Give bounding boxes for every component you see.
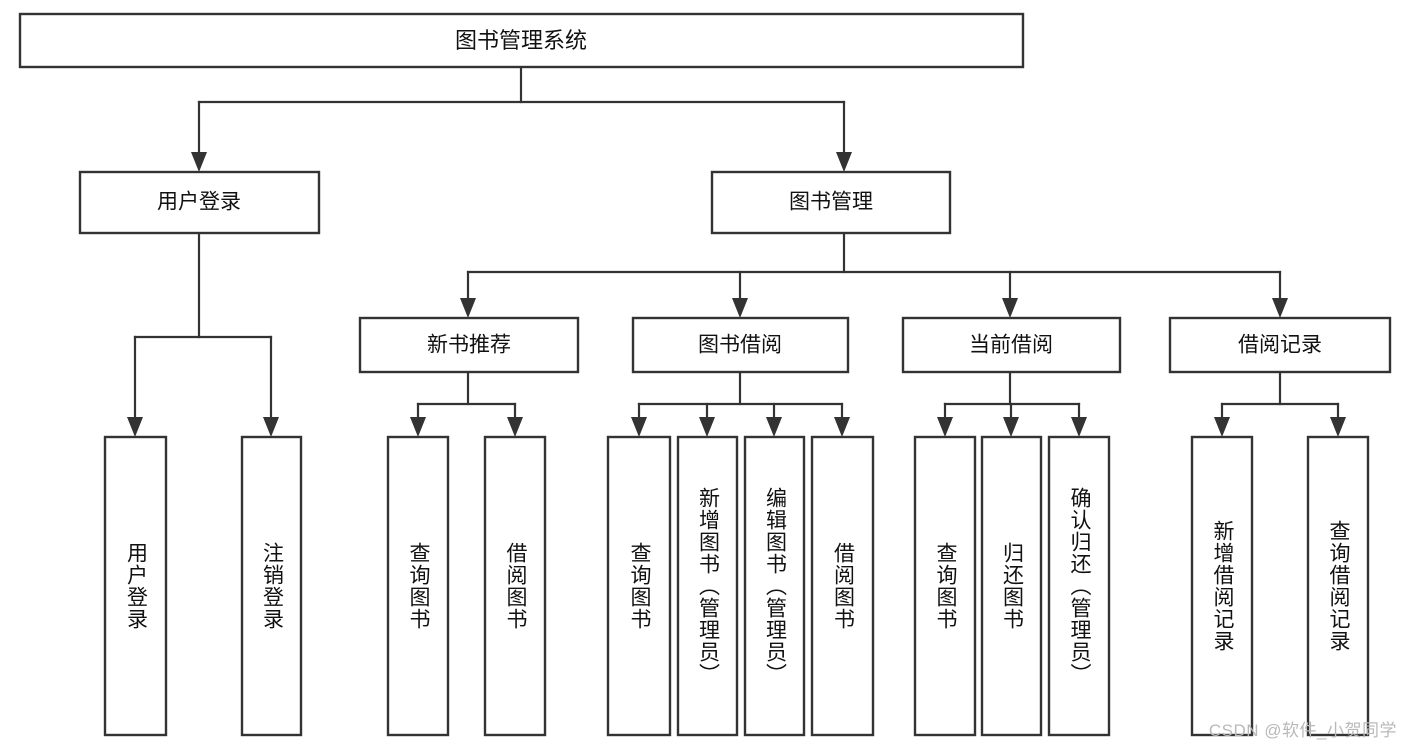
- arrow-head-icon: [263, 417, 279, 437]
- node-leaf-query-book-2[interactable]: [606, 435, 672, 737]
- arrow-head-icon: [631, 417, 647, 437]
- node-leaf-borrow-book-2[interactable]: [810, 435, 875, 737]
- node-leaf-confirm-return[interactable]: [1047, 435, 1111, 737]
- arrow-head-icon: [834, 417, 850, 437]
- node-user-login[interactable]: 用户登录: [78, 170, 321, 235]
- node-root[interactable]: 图书管理系统: [18, 12, 1025, 69]
- node-leaf-query-book-3[interactable]: [913, 435, 977, 737]
- connector-root-to-level2: [191, 65, 852, 172]
- node-leaf-user-logout[interactable]: [240, 435, 303, 737]
- arrow-head-icon: [766, 417, 782, 437]
- node-leaf-add-record[interactable]: [1190, 435, 1254, 737]
- arrow-head-icon: [732, 298, 748, 318]
- node-book-borrow[interactable]: 图书借阅: [631, 316, 850, 374]
- node-borrow-record-label: 借阅记录: [1238, 334, 1322, 357]
- connector-currentborrow-to-leaves: [937, 370, 1087, 437]
- node-user-login-label: 用户登录: [157, 191, 241, 214]
- node-book-borrow-label: 图书借阅: [698, 334, 782, 357]
- node-leaf-query-book-1[interactable]: [386, 435, 450, 737]
- arrow-head-icon: [836, 152, 852, 172]
- arrow-head-icon: [937, 417, 953, 437]
- node-borrow-record[interactable]: 借阅记录: [1168, 316, 1392, 374]
- arrow-head-icon: [1002, 298, 1018, 318]
- arrow-head-icon: [127, 417, 143, 437]
- arrow-head-icon: [1330, 417, 1346, 437]
- arrow-head-icon: [191, 152, 207, 172]
- csdn-watermark: CSDN @软件_小贺同学: [1208, 721, 1397, 740]
- node-book-manage-label: 图书管理: [789, 191, 873, 214]
- node-leaf-add-book[interactable]: [676, 435, 739, 737]
- node-new-book-recommend[interactable]: 新书推荐: [358, 316, 580, 374]
- node-root-label: 图书管理系统: [455, 28, 587, 53]
- connector-bookmanage-to-level3: [460, 231, 1288, 318]
- arrow-head-icon: [1003, 417, 1019, 437]
- node-leaf-return-book[interactable]: [980, 435, 1043, 737]
- arrow-head-icon: [460, 298, 476, 318]
- connector-borrowrecord-to-leaves: [1214, 370, 1346, 437]
- node-current-borrow[interactable]: 当前借阅: [901, 316, 1122, 374]
- arrow-head-icon: [699, 417, 715, 437]
- node-current-borrow-label: 当前借阅: [969, 334, 1053, 357]
- node-leaf-borrow-book-1[interactable]: [483, 435, 547, 737]
- arrow-head-icon: [1272, 298, 1288, 318]
- node-new-book-recommend-label: 新书推荐: [427, 334, 511, 357]
- connector-userlogin-to-leaves: [127, 231, 279, 437]
- node-leaf-edit-book[interactable]: [743, 435, 806, 737]
- arrow-head-icon: [1214, 417, 1230, 437]
- arrow-head-icon: [410, 417, 426, 437]
- connector-newbook-to-leaves: [410, 370, 523, 437]
- node-leaf-query-record[interactable]: [1306, 435, 1370, 737]
- connector-bookborrow-to-leaves: [631, 370, 850, 437]
- arrow-head-icon: [1071, 417, 1087, 437]
- node-leaf-user-login[interactable]: [103, 435, 168, 737]
- arrow-head-icon: [507, 417, 523, 437]
- node-book-manage[interactable]: 图书管理: [710, 170, 952, 235]
